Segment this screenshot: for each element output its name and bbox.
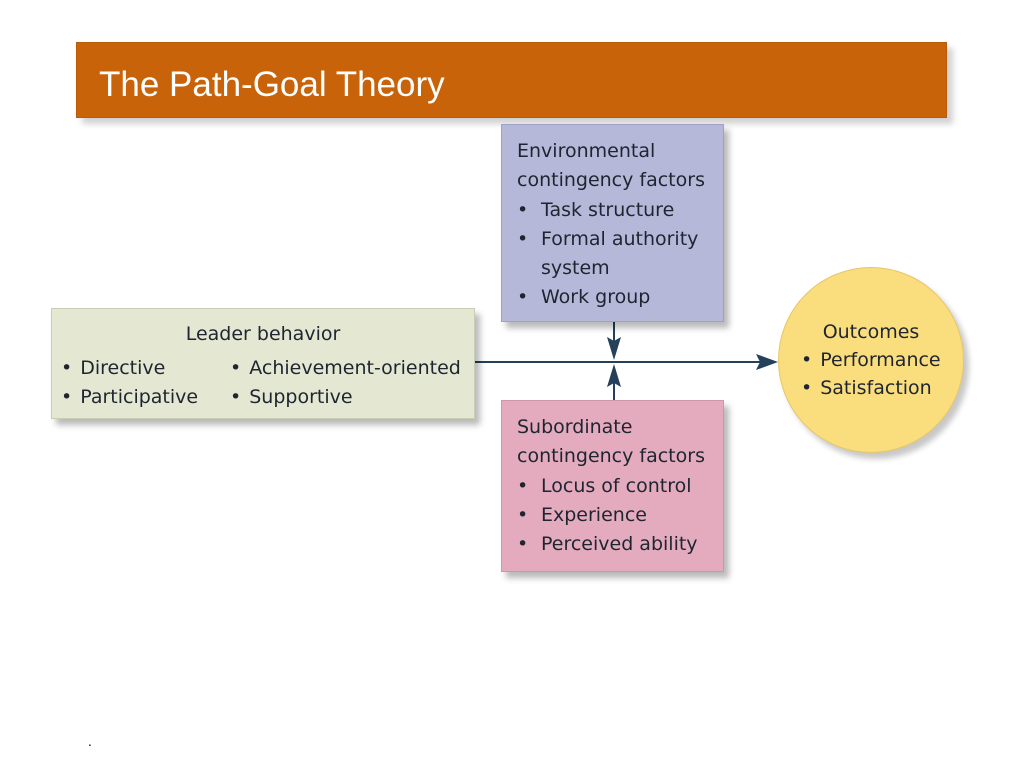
leader-behavior-box: Leader behavior Directive Participative …: [51, 308, 475, 419]
outcomes-circle: Outcomes Performance Satisfaction: [778, 267, 964, 453]
outcomes-title: Outcomes: [822, 321, 920, 343]
subordinate-title-line1: Subordinate: [517, 416, 633, 438]
environmental-factors-list: Task structure Formal authority system W…: [517, 196, 741, 312]
slide-title: The Path-Goal Theory: [99, 65, 445, 104]
list-item: Perceived ability: [517, 530, 741, 559]
environmental-title-line2: contingency factors: [517, 169, 705, 191]
subordinate-title-line2: contingency factors: [517, 445, 705, 467]
list-item: Locus of control: [517, 472, 741, 501]
list-item: Performance: [801, 346, 940, 374]
arrowhead-sub-up: [607, 364, 621, 387]
environmental-title-line1: Environmental: [517, 140, 656, 162]
list-item: Work group: [517, 283, 741, 312]
list-item: Task structure: [517, 196, 741, 225]
list-item: Experience: [517, 501, 741, 530]
list-item: Achievement-oriented: [230, 354, 461, 383]
subordinate-factors-list: Locus of control Experience Perceived ab…: [517, 472, 741, 559]
list-item: Directive: [61, 354, 198, 383]
list-item: Formal authority system: [517, 225, 741, 283]
leader-behavior-list-left: Directive Participative: [61, 354, 198, 412]
arrowhead-to-outcomes: [756, 354, 778, 370]
subordinate-factors-title: Subordinate contingency factors: [517, 413, 705, 471]
leader-behavior-list-right: Achievement-oriented Supportive: [230, 354, 461, 412]
list-item: Supportive: [230, 383, 461, 412]
list-item: Satisfaction: [801, 374, 941, 402]
footer-mark: .: [88, 735, 92, 749]
list-item: Participative: [61, 383, 198, 412]
leader-behavior-title: Leader behavior: [185, 323, 341, 345]
environmental-factors-title: Environmental contingency factors: [517, 137, 705, 195]
subordinate-factors-box: Subordinate contingency factors Locus of…: [501, 400, 724, 572]
arrowhead-env-down: [607, 337, 621, 360]
outcomes-list: Performance Satisfaction: [801, 346, 941, 402]
slide-title-bar: The Path-Goal Theory: [76, 42, 947, 118]
environmental-factors-box: Environmental contingency factors Task s…: [501, 124, 724, 322]
